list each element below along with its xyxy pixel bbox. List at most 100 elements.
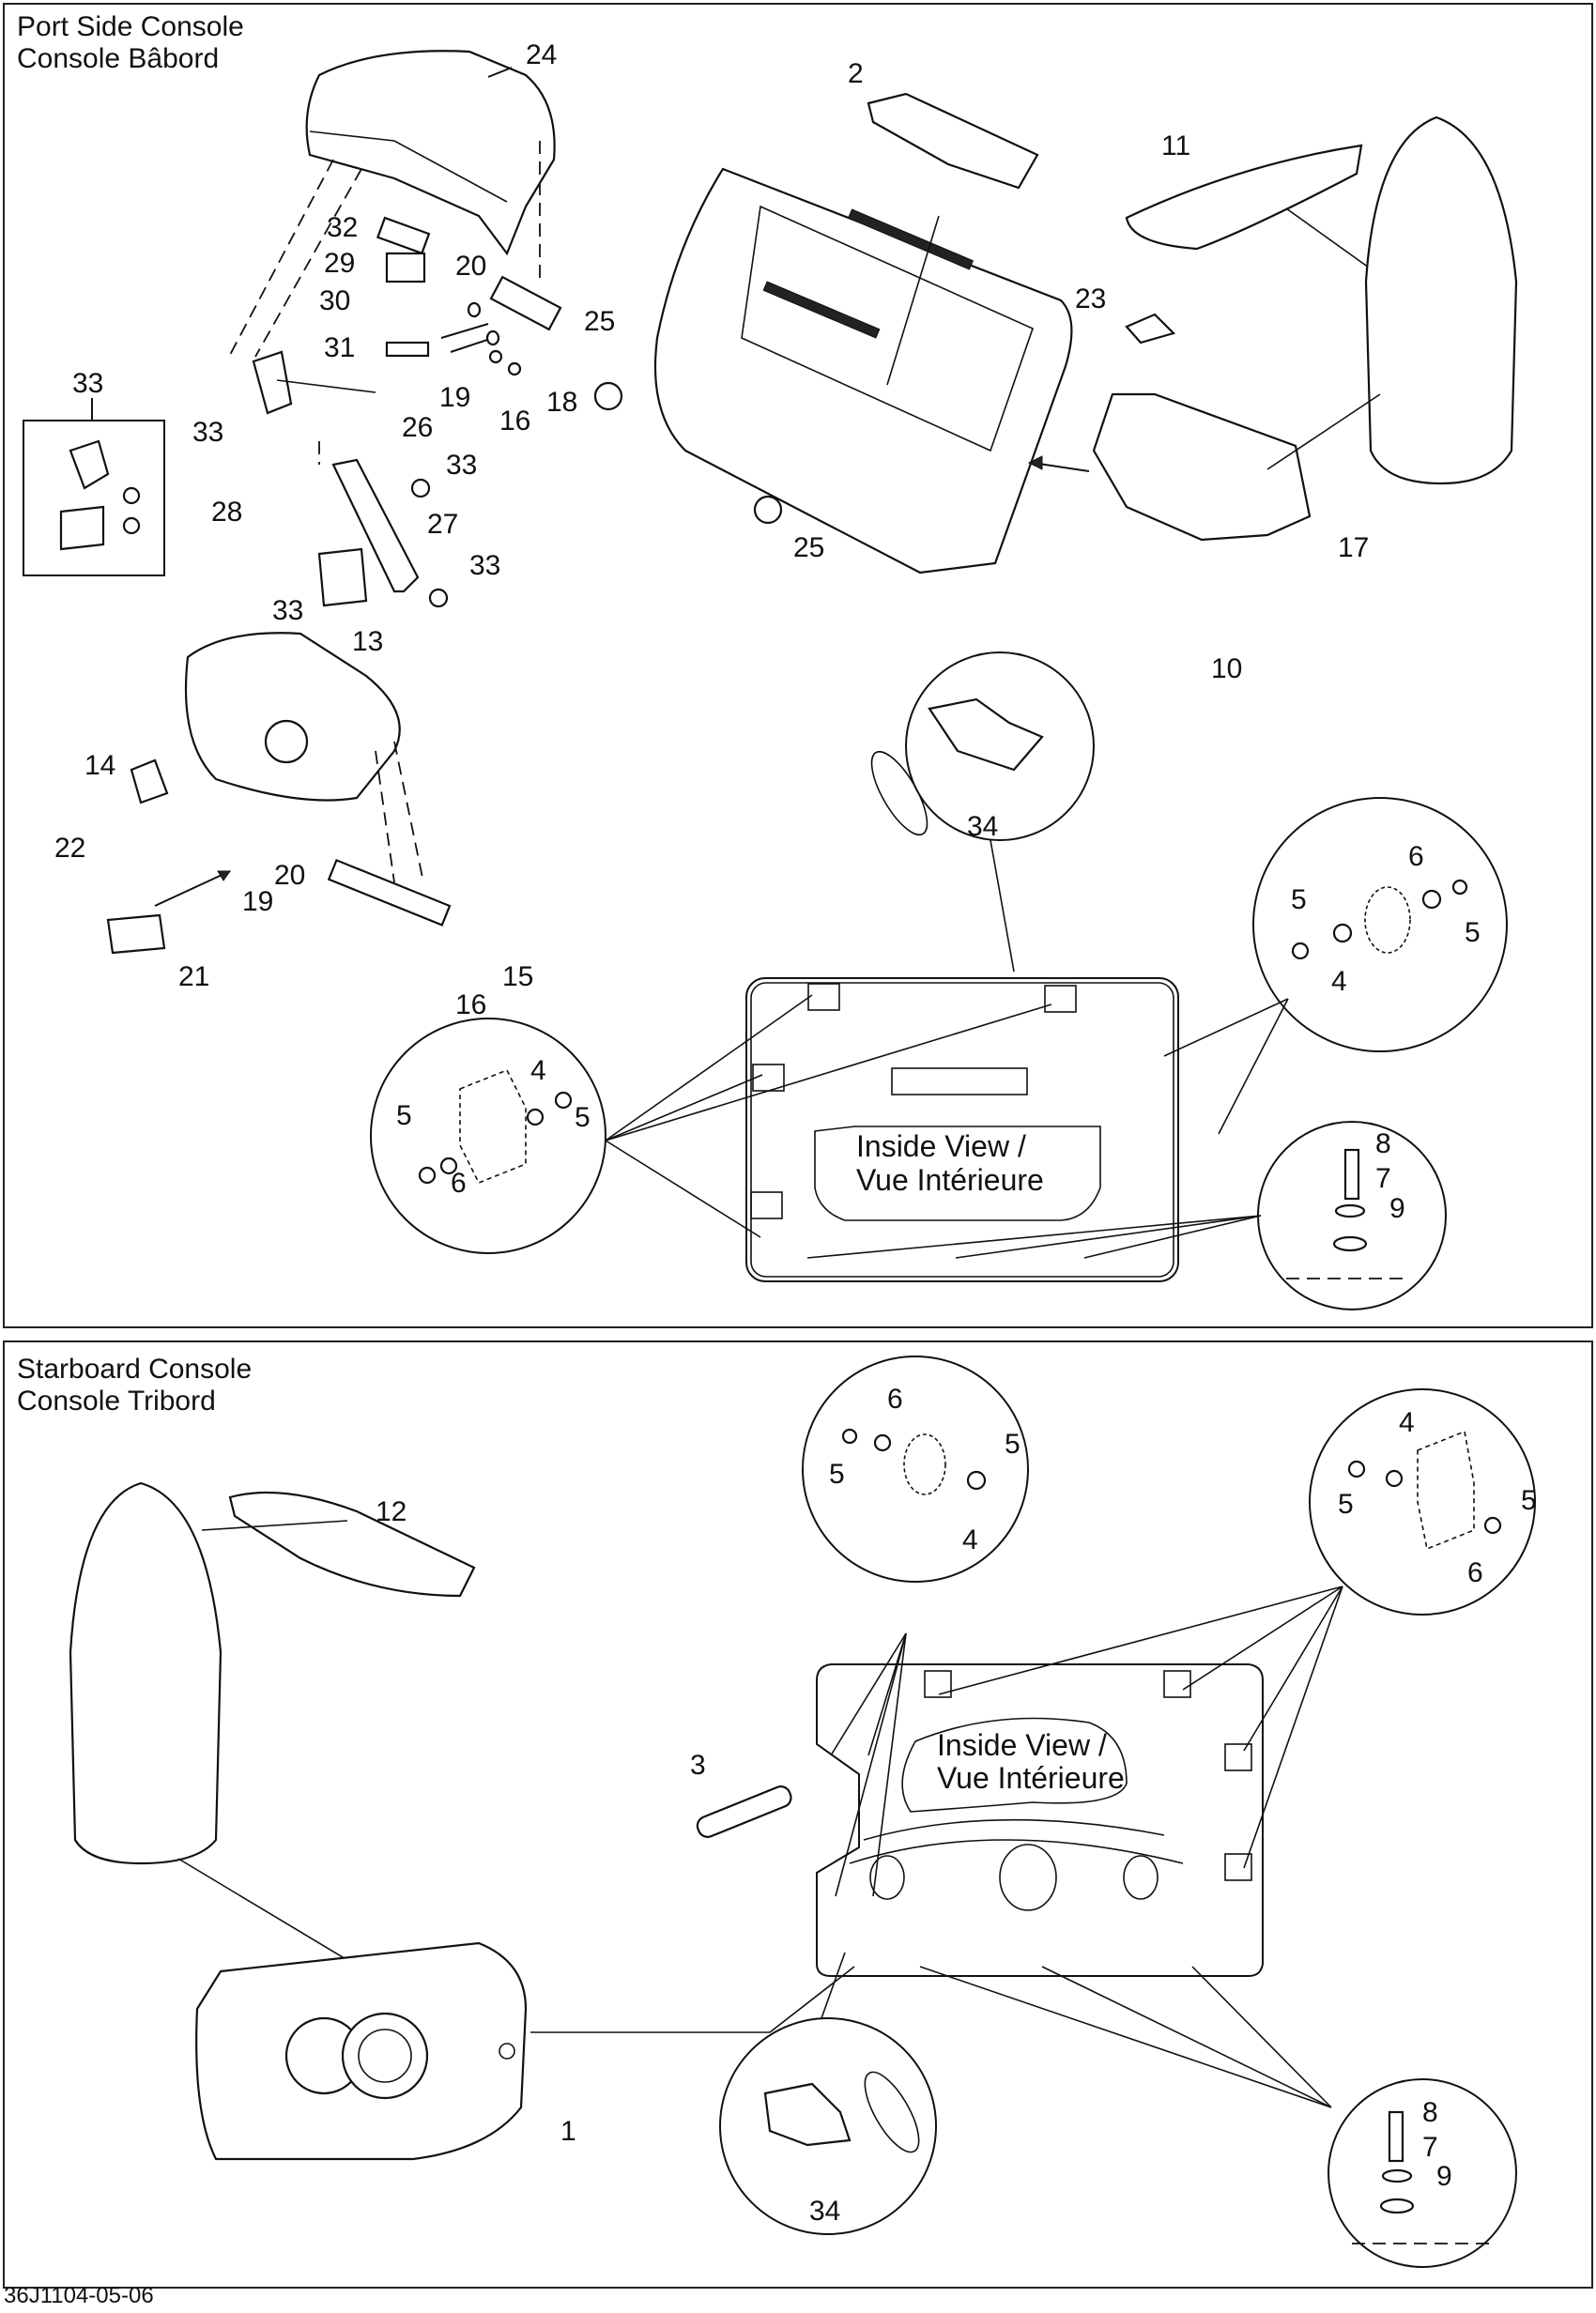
callout-2: 2 xyxy=(848,58,864,89)
callout-labels-top: 24 2 11 32 29 20 30 25 31 19 16 18 23 33… xyxy=(54,39,1481,1224)
inside-view-label-fr: Vue Intérieure xyxy=(937,1761,1125,1795)
detail-circle-bottom-4-5-6 xyxy=(1309,1388,1536,1616)
document-id: 36J1104-05-06 xyxy=(4,2283,154,2308)
callout-5: 5 xyxy=(829,1459,845,1490)
callout-labels-bottom: 12 6 5 5 4 4 5 5 6 3 1 34 8 7 9 xyxy=(376,1384,1537,2227)
callout-12: 12 xyxy=(376,1496,407,1527)
callout-6: 6 xyxy=(451,1168,467,1199)
callout-8: 8 xyxy=(1375,1128,1391,1159)
cover-13 xyxy=(184,632,401,802)
callout-33: 33 xyxy=(72,368,103,399)
callout-33: 33 xyxy=(469,550,500,581)
callout-34: 34 xyxy=(967,811,998,842)
title-fr: Console Tribord xyxy=(17,1386,216,1417)
callout-17: 17 xyxy=(1338,532,1369,563)
callout-28: 28 xyxy=(211,497,242,528)
inside-view-panel-bottom: Inside View / Vue Intérieure xyxy=(816,1663,1264,1977)
hinge-18 xyxy=(489,275,562,331)
callout-1: 1 xyxy=(560,2116,576,2147)
callout-6: 6 xyxy=(1467,1557,1483,1588)
callout-16: 16 xyxy=(499,406,530,437)
callout-22: 22 xyxy=(54,833,85,864)
callout-20: 20 xyxy=(274,860,305,891)
title-fr: Console Bâbord xyxy=(17,43,220,74)
arm-27 xyxy=(331,458,420,593)
callout-5: 5 xyxy=(575,1102,591,1133)
plate-31 xyxy=(385,341,430,358)
inside-view-label: Inside View / xyxy=(856,1129,1026,1163)
callout-33: 33 xyxy=(192,417,223,448)
mat-12 xyxy=(228,1491,476,1598)
inside-view-label: Inside View / xyxy=(937,1728,1107,1762)
callout-30: 30 xyxy=(319,285,350,316)
boat-top-view-starboard xyxy=(69,1481,223,1865)
callout-10: 10 xyxy=(1211,653,1242,684)
detail-circle-34 xyxy=(905,651,1095,841)
callout-15: 15 xyxy=(502,961,533,992)
callout-31: 31 xyxy=(324,332,355,363)
cap-25b xyxy=(753,495,783,525)
lid-2 xyxy=(867,92,1039,190)
callout-25: 25 xyxy=(584,306,615,337)
callout-24: 24 xyxy=(526,39,557,70)
detail-circle-bottom-8-7-9 xyxy=(1327,2078,1517,2268)
callout-14: 14 xyxy=(84,750,115,781)
callout-19: 19 xyxy=(439,382,470,413)
callout-29: 29 xyxy=(324,248,355,279)
detail-circle-bottom-6-5-4 xyxy=(802,1356,1029,1583)
boat-top-view xyxy=(1364,115,1518,485)
inset-33 xyxy=(23,420,165,576)
callout-5: 5 xyxy=(1338,1489,1354,1520)
callout-4: 4 xyxy=(530,1055,546,1086)
callout-6: 6 xyxy=(1408,841,1424,872)
inside-view-panel-top: Inside View / Vue Intérieure xyxy=(745,977,1179,1282)
callout-33: 33 xyxy=(272,595,303,626)
callout-26: 26 xyxy=(402,412,433,443)
bin-17 xyxy=(1092,392,1312,542)
callout-5: 5 xyxy=(1291,884,1307,915)
cushion-24 xyxy=(305,50,556,256)
callout-4: 4 xyxy=(962,1524,978,1555)
callout-6: 6 xyxy=(887,1384,903,1415)
hinge-15 xyxy=(327,858,452,927)
port-side-console-title: Port Side Console Console Bâbord xyxy=(17,11,244,75)
pad-23 xyxy=(1125,313,1176,345)
callout-9: 9 xyxy=(1389,1193,1405,1224)
callout-13: 13 xyxy=(352,626,383,657)
starboard-console-title: Starboard Console Console Tribord xyxy=(17,1354,252,1417)
detail-circle-4-5-6-left xyxy=(370,1018,606,1254)
callout-4: 4 xyxy=(1399,1407,1415,1438)
callout-19: 19 xyxy=(242,886,273,917)
inside-view-label-fr: Vue Intérieure xyxy=(856,1163,1044,1197)
callout-21: 21 xyxy=(178,961,209,992)
title-en: Port Side Console xyxy=(17,11,244,42)
bracket-32 xyxy=(376,216,431,255)
callout-4: 4 xyxy=(1331,966,1347,997)
title-en: Starboard Console xyxy=(17,1354,253,1385)
mat-11 xyxy=(1125,144,1363,251)
spring-3 xyxy=(696,1785,792,1838)
bracket-29 xyxy=(385,252,426,283)
callout-27: 27 xyxy=(427,509,458,540)
callout-5: 5 xyxy=(1005,1429,1021,1460)
cap-25 xyxy=(593,381,623,411)
callout-5: 5 xyxy=(1465,917,1481,948)
callout-23: 23 xyxy=(1075,283,1106,314)
detail-circle-4-5-6 xyxy=(1252,797,1508,1052)
callout-3: 3 xyxy=(690,1750,706,1781)
callout-20: 20 xyxy=(455,251,486,282)
callout-25: 25 xyxy=(793,532,824,563)
callout-5: 5 xyxy=(396,1100,412,1131)
callout-16: 16 xyxy=(455,989,486,1020)
detail-circle-bottom-34 xyxy=(719,2017,937,2235)
callout-32: 32 xyxy=(327,212,358,243)
callout-5: 5 xyxy=(1521,1485,1537,1516)
bracket-21 xyxy=(106,913,166,955)
callout-8: 8 xyxy=(1422,2097,1438,2128)
callout-7: 7 xyxy=(1375,1163,1391,1194)
callout-11: 11 xyxy=(1161,130,1190,161)
callout-7: 7 xyxy=(1422,2132,1438,2163)
callout-18: 18 xyxy=(546,387,577,418)
callout-33: 33 xyxy=(446,450,477,481)
